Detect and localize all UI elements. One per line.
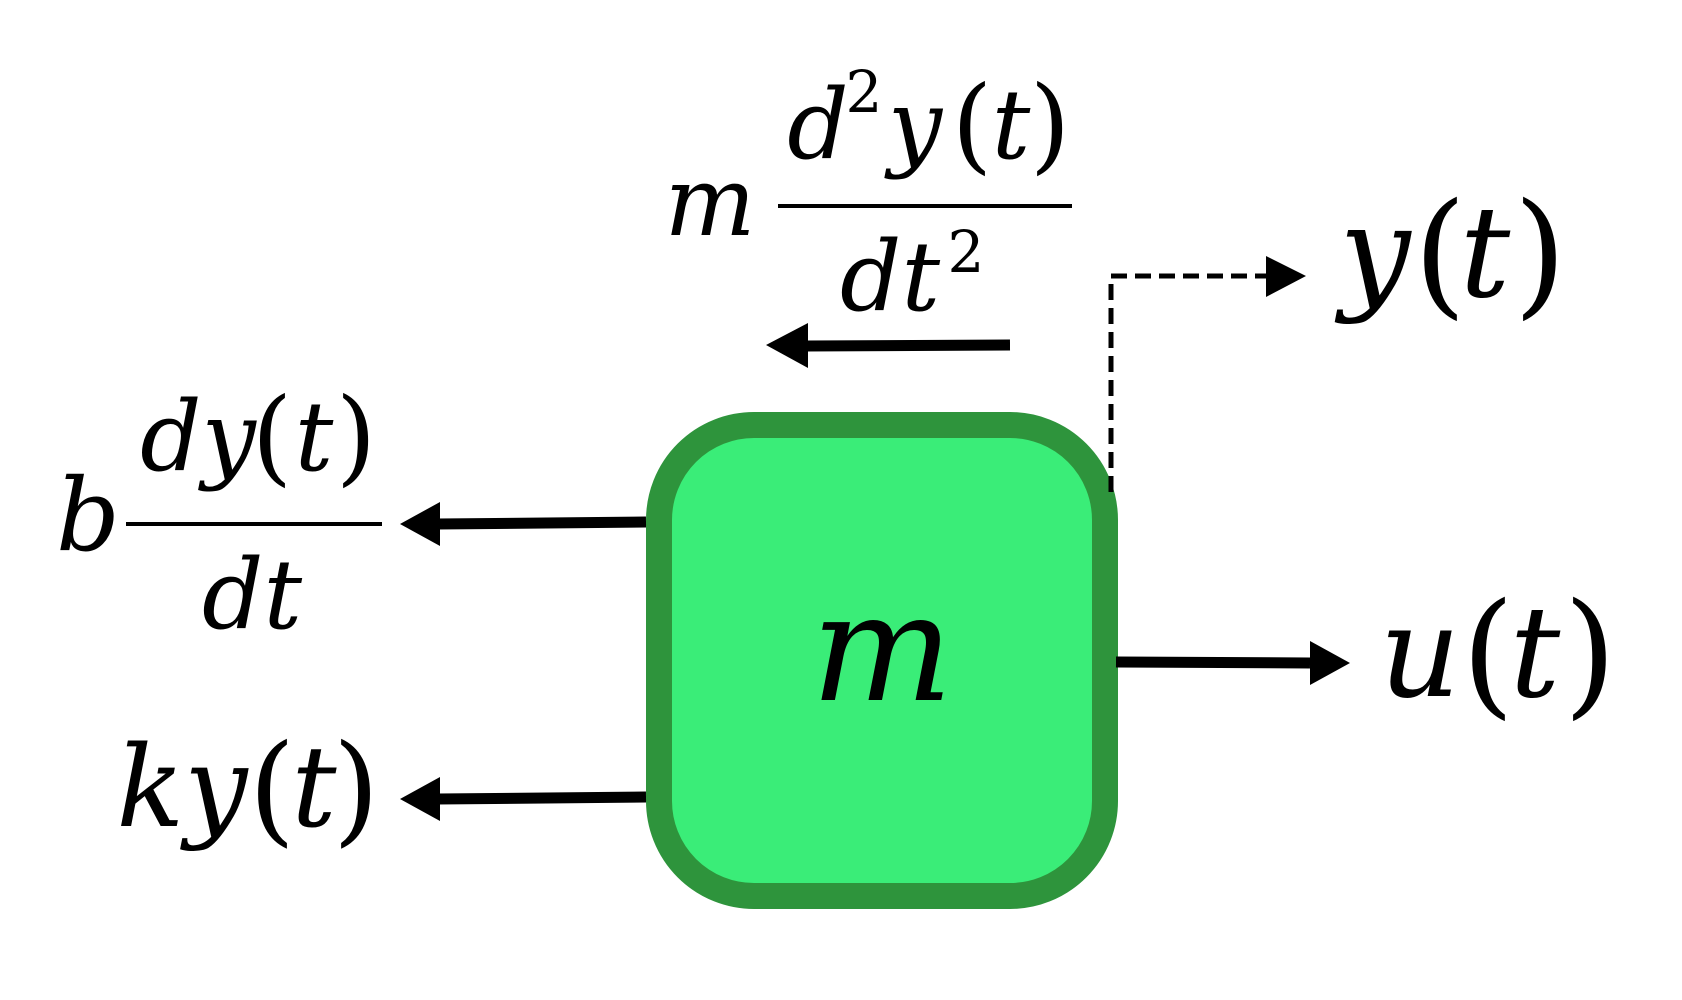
input-open-paren: ( — [1461, 575, 1514, 733]
output-open-paren: ( — [1413, 175, 1466, 333]
spring-force-label: ky ( t ) — [116, 720, 379, 859]
spring-ky: ky — [116, 723, 249, 853]
input-force-label: u ( t ) — [1379, 575, 1616, 733]
spring-t: t — [291, 723, 337, 853]
spring-close-paren: ) — [333, 720, 380, 859]
input-u: u — [1379, 579, 1460, 726]
inertia-numerator-exponent: 2 — [846, 58, 883, 126]
damping-numerator-close-paren: ) — [336, 375, 377, 497]
inertia-numerator-d: d — [787, 69, 848, 181]
position-output-arrow — [1108, 256, 1306, 492]
mass-label: m — [811, 562, 953, 736]
input-force-arrow — [1115, 641, 1350, 685]
damping-denominator: dt — [202, 539, 302, 651]
spring-arrow — [400, 777, 647, 821]
inertia-arrow — [766, 323, 1011, 368]
damping-arrow — [400, 502, 647, 546]
input-close-paren: ) — [1563, 575, 1616, 733]
damping-coefficient: b — [56, 457, 120, 574]
inertia-denominator-exponent: 2 — [948, 218, 985, 286]
inertia-numerator-t: t — [992, 69, 1031, 181]
damping-force-label: b dy ( t ) dt — [56, 375, 382, 651]
damping-numerator-open-paren: ( — [252, 375, 293, 497]
spring-open-paren: ( — [249, 720, 296, 859]
inertia-numerator-close-paren: ) — [1030, 63, 1071, 185]
output-close-paren: ) — [1513, 175, 1566, 333]
output-t: t — [1460, 179, 1511, 326]
inertia-numerator-open-paren: ( — [952, 63, 993, 185]
input-t: t — [1510, 579, 1561, 726]
inertia-force-label: m d 2 y ( t ) dt 2 — [664, 58, 1072, 333]
damping-numerator-t: t — [295, 381, 334, 493]
mass-block — [646, 412, 1118, 909]
output-y: y — [1334, 179, 1412, 326]
inertia-numerator-y: y — [884, 69, 944, 181]
damping-numerator-dy: dy — [140, 381, 257, 493]
inertia-denominator: dt — [840, 221, 940, 333]
position-output-label: y ( t ) — [1334, 175, 1566, 333]
inertia-coefficient: m — [664, 146, 755, 258]
